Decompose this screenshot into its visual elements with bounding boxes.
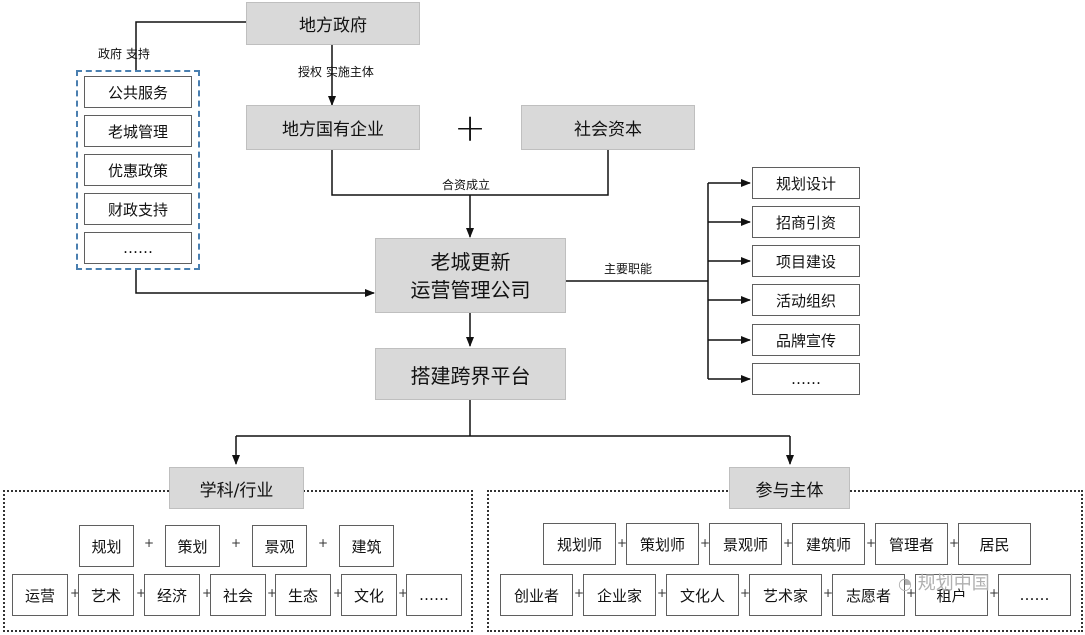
discipline-planning: 规划 (79, 525, 134, 567)
function-more: …… (752, 363, 860, 395)
company-line2: 运营管理公司 (410, 277, 531, 302)
discipline-society: 社会 (210, 574, 266, 616)
company-line1: 老城更新 (430, 249, 511, 274)
function-planning-design: 规划设计 (752, 167, 860, 199)
discipline-strategy: 策划 (165, 525, 220, 567)
joint-venture-label: 合资成立 (442, 178, 491, 192)
plus: + (136, 586, 147, 600)
support-group (76, 70, 200, 270)
participant-more: …… (998, 574, 1071, 616)
disciplines-title: 学科/行业 (169, 467, 304, 509)
support-item-more: …… (84, 232, 192, 264)
participant-landscape-architect: 景观师 (709, 523, 782, 565)
plus: + (700, 536, 711, 550)
plus: + (144, 536, 155, 550)
local-government-node: 地方政府 (246, 2, 420, 45)
plus: + (823, 586, 834, 600)
function-investment-attraction: 招商引资 (752, 206, 860, 238)
discipline-landscape: 景观 (252, 525, 307, 567)
participant-cultural-figure: 文化人 (666, 574, 739, 616)
support-to-company-arrow (135, 270, 375, 297)
function-project-construction: 项目建设 (752, 245, 860, 277)
participant-entrepreneur: 创业者 (500, 574, 573, 616)
plus: + (657, 586, 668, 600)
function-brand-promotion: 品牌宣传 (752, 324, 860, 356)
cross-border-platform-node: 搭建跨界平台 (375, 348, 566, 400)
function-event-organization: 活动组织 (752, 284, 860, 316)
plus: + (318, 536, 329, 550)
plus: + (740, 586, 751, 600)
participant-planner: 规划师 (543, 523, 616, 565)
plus: + (267, 586, 278, 600)
main-functions-label: 主要职能 (604, 262, 653, 276)
participant-manager: 管理者 (875, 523, 948, 565)
plus: + (949, 536, 960, 550)
old-city-renewal-company-node: 老城更新 运营管理公司 (375, 238, 566, 313)
discipline-architecture: 建筑 (339, 525, 394, 567)
gov-support-line (135, 21, 246, 70)
watermark: ◔ 规划中国 (898, 569, 990, 595)
participant-strategist: 策划师 (626, 523, 699, 565)
support-item-preferential-policy: 优惠政策 (84, 154, 192, 186)
watermark-text: 规划中国 (917, 573, 990, 594)
support-item-old-city-management: 老城管理 (84, 115, 192, 147)
plus: + (617, 536, 628, 550)
discipline-ecology: 生态 (275, 574, 331, 616)
gov-support-label: 政府 支持 (98, 47, 150, 61)
authorize-label: 授权 实施主体 (298, 65, 374, 79)
discipline-art: 艺术 (78, 574, 134, 616)
plus: + (574, 586, 585, 600)
plus-sign: + (454, 106, 486, 150)
plus: + (70, 586, 81, 600)
participants-title: 参与主体 (729, 467, 850, 509)
discipline-more: …… (406, 574, 462, 616)
participant-business-owner: 企业家 (583, 574, 656, 616)
plus: + (783, 536, 794, 550)
plus: + (398, 586, 409, 600)
state-owned-enterprise-node: 地方国有企业 (246, 105, 420, 150)
discipline-economy: 经济 (144, 574, 200, 616)
participant-resident: 居民 (958, 523, 1031, 565)
wechat-icon: ◔ (898, 574, 912, 593)
social-capital-node: 社会资本 (521, 105, 695, 150)
plus: + (866, 536, 877, 550)
plus: + (906, 586, 917, 600)
participant-tenant: 租户 (915, 574, 988, 616)
plus: + (202, 586, 213, 600)
participant-artist: 艺术家 (749, 574, 822, 616)
discipline-culture: 文化 (341, 574, 397, 616)
discipline-operation: 运营 (12, 574, 68, 616)
participant-volunteer: 志愿者 (832, 574, 905, 616)
participant-architect: 建筑师 (792, 523, 865, 565)
support-item-fiscal-support: 财政支持 (84, 193, 192, 225)
plus: + (231, 536, 242, 550)
plus: + (989, 586, 1000, 600)
support-item-public-service: 公共服务 (84, 76, 192, 108)
plus: + (333, 586, 344, 600)
